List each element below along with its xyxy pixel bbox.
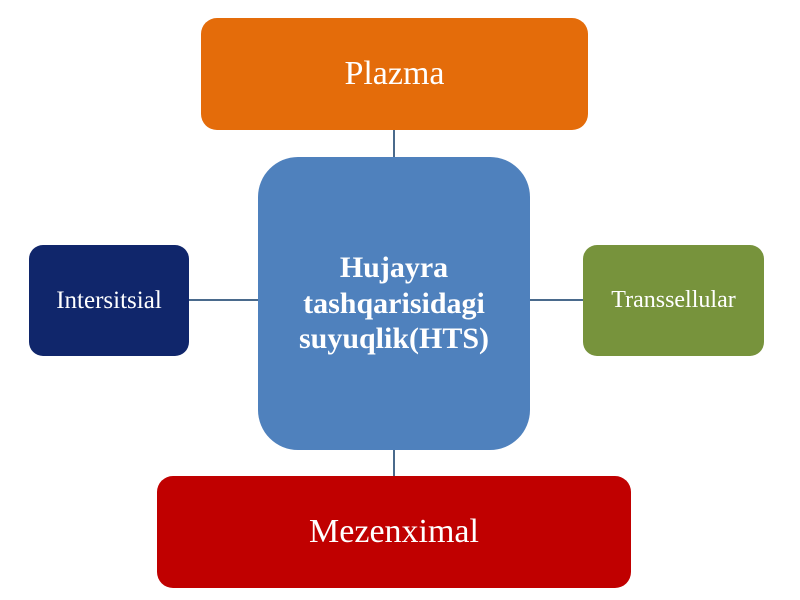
plazma-node: Plazma [201,18,588,130]
transsellular-label: Transsellular [611,287,736,313]
hts-center-label: Hujayra tashqarisidagi suyuqlik(HTS) [298,251,490,356]
transsellular-node: Transsellular [583,245,764,356]
mezenximal-label: Mezenximal [309,513,479,550]
intersitsial-label: Intersitsial [56,286,162,314]
mezenximal-node: Mezenximal [157,476,631,588]
plazma-label: Plazma [344,55,445,92]
hts-center-node: Hujayra tashqarisidagi suyuqlik(HTS) [258,157,530,450]
intersitsial-node: Intersitsial [29,245,189,356]
